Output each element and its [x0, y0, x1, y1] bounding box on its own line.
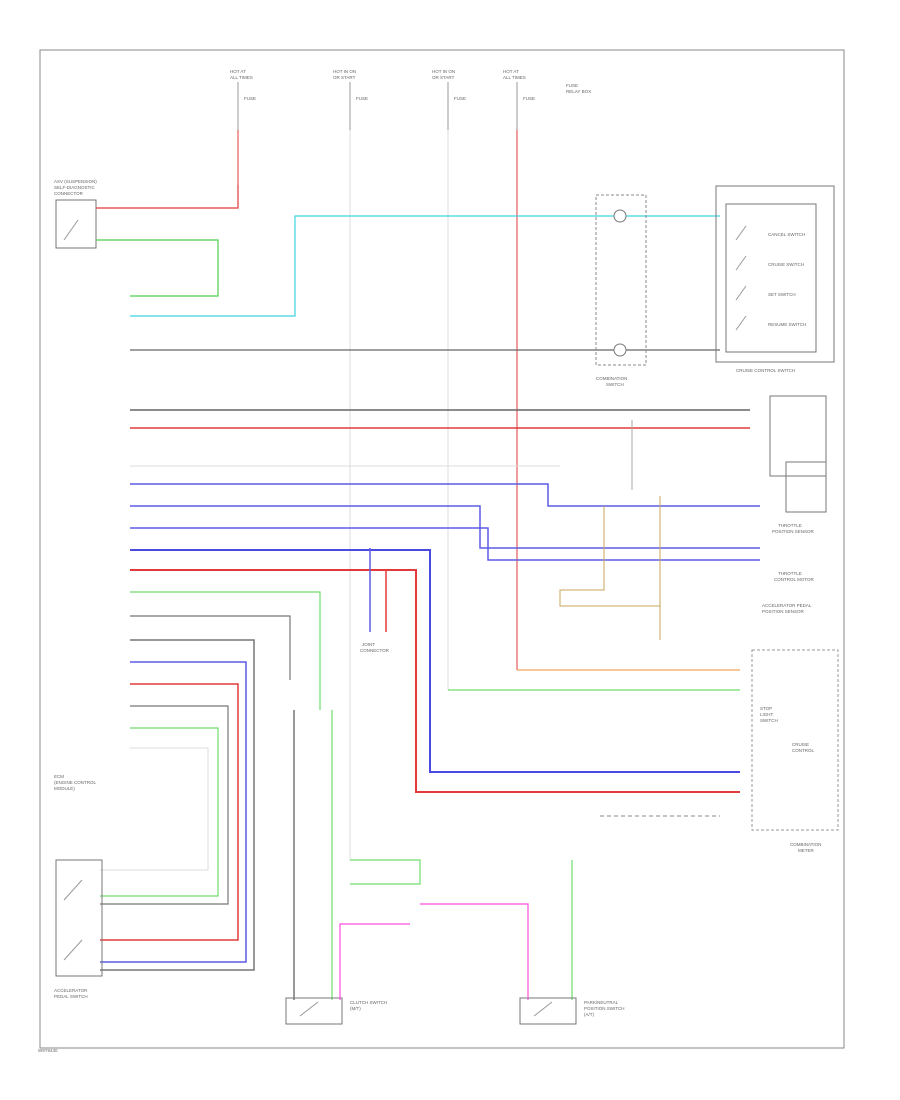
- fuse-1-label-b: ALL TIMES: [230, 75, 253, 80]
- park-label-c: (A/T): [584, 1012, 594, 1017]
- stop-label-c: SWITCH: [760, 718, 778, 723]
- diagram-id: W9T9430: [38, 1048, 58, 1053]
- combination-switch: COMBINATION SWITCH: [595, 194, 647, 387]
- fuse-4: HOT AT ALL TIMES FUSE FUSE RELAY BOX: [503, 69, 591, 130]
- clutch-label-b: (M/T): [350, 1006, 361, 1011]
- cruise-control-switch: CANCEL SWITCH CRUISE SWITCH SET SWITCH R…: [715, 185, 835, 373]
- fuse-4-label-c: FUSE: [523, 96, 535, 101]
- meter-label-a: COMBINATION: [790, 842, 821, 847]
- ecm-lower-wires: [100, 639, 255, 971]
- throttle-label-a: THROTTLE: [778, 523, 802, 528]
- stop-label-b: LIGHT: [760, 712, 774, 717]
- ecm-wires: [130, 409, 760, 793]
- fuse-2-label-a: HOT IN ON: [333, 69, 356, 74]
- asv-diagnostic-connector: ASV (SUSPENSION) SELF-DIAGNOSTIC CONNECT…: [54, 179, 97, 249]
- asv-label-a: ASV (SUSPENSION): [54, 179, 97, 184]
- cruise-switch-label: CRUISE SWITCH: [768, 262, 804, 267]
- combination-meter: STOP LIGHT SWITCH CRUISE CONTROL COMBINA…: [751, 649, 839, 853]
- meter-label-b: METER: [798, 848, 815, 853]
- fuse-2-label-b: OR START: [333, 75, 356, 80]
- cruise-switch-title: CRUISE CONTROL SWITCH: [736, 368, 795, 373]
- throttle-label-d: CONTROL MOTOR: [774, 577, 815, 582]
- cruise-lamp-label-b: CONTROL: [792, 748, 814, 753]
- throttle-label-c: THROTTLE: [778, 571, 802, 576]
- accel-sensor-label-a: ACCELERATOR PEDAL: [762, 603, 812, 608]
- accelerator-pedal-position-sensor: ACCELERATOR PEDAL POSITION SENSOR: [559, 420, 812, 640]
- ecm-label-c: MODULE): [54, 786, 75, 791]
- park-label-b: POSITION SWITCH: [584, 1006, 625, 1011]
- throttle-position-sensor: THROTTLE POSITION SENSOR THROTTLE CONTRO…: [769, 395, 827, 582]
- accelerator-pedal-switch: ACCELERATOR PEDAL SWITCH: [54, 859, 103, 999]
- accel-switch-label-b: PEDAL SWITCH: [54, 994, 88, 999]
- combo-switch-label-a: COMBINATION: [596, 376, 627, 381]
- fuse-3-label-a: HOT IN ON: [432, 69, 455, 74]
- throttle-label-b: POSITION SENSOR: [772, 529, 815, 534]
- accel-switch-label-a: ACCELERATOR: [54, 988, 88, 993]
- fuse-1: HOT AT ALL TIMES FUSE: [230, 69, 256, 130]
- set-switch-label: SET SWITCH: [768, 292, 796, 297]
- fuse-4-label-a: HOT AT: [503, 69, 519, 74]
- fuse-2-label-c: FUSE: [356, 96, 368, 101]
- ecm-label: ECM (ENGINE CONTROL MODULE): [54, 774, 97, 791]
- fuse-1-label-a: HOT AT: [230, 69, 246, 74]
- combo-switch-label-b: SWITCH: [606, 382, 624, 387]
- fuse-box-label-b: RELAY BOX: [566, 89, 591, 94]
- fuse-1-label-c: FUSE: [244, 96, 256, 101]
- fuse-3: HOT IN ON OR START FUSE: [432, 69, 466, 130]
- ecm-label-a: ECM: [54, 774, 64, 779]
- fuse-3-label-b: OR START: [432, 75, 455, 80]
- fuse-3-label-c: FUSE: [454, 96, 466, 101]
- cancel-switch-label: CANCEL SWITCH: [768, 232, 805, 237]
- ecm-label-b: (ENGINE CONTROL: [54, 780, 97, 785]
- park-label-a: PARK/NEUTRAL: [584, 1000, 619, 1005]
- fuse-4-label-b: ALL TIMES: [503, 75, 526, 80]
- fuse-2: HOT IN ON OR START FUSE: [333, 69, 368, 130]
- asv-label-b: SELF-DIAGNOSTIC: [54, 185, 96, 190]
- stop-label-a: STOP: [760, 706, 772, 711]
- asv-label-c: CONNECTOR: [54, 191, 84, 196]
- joint-connector: JOINT CONNECTOR: [360, 548, 390, 653]
- joint-label-a: JOINT: [362, 642, 375, 647]
- cruise-lamp-label-a: CRUISE: [792, 742, 809, 747]
- diagram-frame: [39, 49, 845, 1049]
- accel-sensor-label-b: POSITION SENSOR: [762, 609, 805, 614]
- fuse-box-label-a: FUSE: [566, 83, 578, 88]
- joint-label-b: CONNECTOR: [360, 648, 390, 653]
- resume-switch-label: RESUME SWITCH: [768, 322, 806, 327]
- park-neutral-switch: PARK/NEUTRAL POSITION SWITCH (A/T): [339, 859, 625, 1025]
- clutch-switch: CLUTCH SWITCH (M/T): [285, 710, 387, 1025]
- clutch-label-a: CLUTCH SWITCH: [350, 1000, 387, 1005]
